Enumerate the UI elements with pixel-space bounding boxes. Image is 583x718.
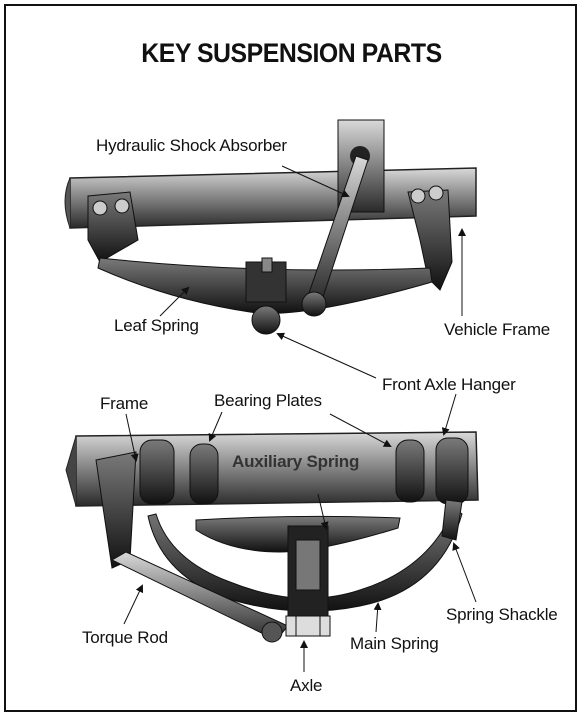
label-vehicle-frame: Vehicle Frame — [444, 320, 551, 339]
diagram-title: KEY SUSPENSION PARTS — [141, 38, 442, 68]
label-main-spring: Main Spring — [350, 634, 439, 653]
label-frame: Frame — [100, 394, 149, 413]
axle-clamp — [285, 615, 331, 637]
label-spring-shackle: Spring Shackle — [446, 605, 558, 624]
label-axle: Axle — [290, 676, 323, 695]
label-torque-rod: Torque Rod — [82, 628, 168, 647]
label-front-axle-hanger: Front Axle Hanger — [382, 375, 516, 394]
label-bearing-plates: Bearing Plates — [214, 391, 322, 410]
label-leaf-spring: Leaf Spring — [114, 316, 199, 335]
rear-hanger-bracket — [407, 189, 453, 291]
top-suspension-assembly — [64, 119, 477, 335]
label-auxiliary-spring: Auxiliary Spring — [232, 452, 360, 471]
spring-shackle — [441, 499, 463, 541]
label-hydraulic-shock-absorber: Hydraulic Shock Absorber — [96, 136, 287, 155]
bottom-suspension-assembly — [65, 431, 479, 643]
